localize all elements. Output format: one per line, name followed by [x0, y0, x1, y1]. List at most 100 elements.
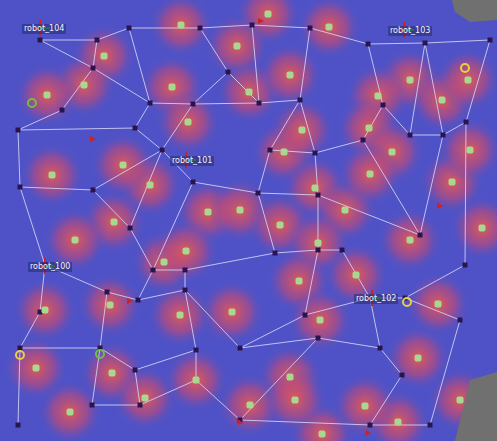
goal-marker — [479, 225, 486, 232]
roadmap-edge — [18, 128, 135, 130]
roadmap-vertex — [151, 268, 156, 273]
heat-blob — [200, 280, 264, 344]
roadmap-edge — [383, 105, 410, 135]
goal-marker — [247, 402, 254, 409]
roadmap-edge — [410, 135, 443, 136]
goal-marker — [147, 182, 154, 189]
roadmap-edge — [100, 348, 135, 370]
goal-marker — [299, 127, 306, 134]
roadmap-edge — [135, 370, 140, 405]
roadmap-edge — [92, 405, 140, 406]
roadmap-vertex — [148, 101, 153, 106]
roadmap-vertex — [428, 423, 433, 428]
roadmap-vertex — [191, 102, 196, 107]
goal-marker — [193, 377, 200, 384]
roadmap-vertex — [463, 263, 468, 268]
roadmap-edge — [135, 128, 162, 150]
roadmap-edge — [153, 270, 185, 271]
roadmap-edge — [130, 228, 153, 270]
roadmap-edge — [318, 338, 380, 348]
roadmap-edge — [20, 312, 40, 348]
roadmap-edge — [318, 250, 342, 251]
roadmap-vertex — [133, 126, 138, 131]
roadmap-edge — [20, 348, 100, 349]
roadmap-vertex — [408, 133, 413, 138]
roadmap-vertex — [441, 133, 446, 138]
robot-label: robot_104 — [22, 24, 66, 34]
goal-marker — [229, 309, 236, 316]
roadmap-edge — [40, 40, 97, 41]
goal-marker — [205, 209, 212, 216]
roadmap-vertex — [488, 38, 493, 43]
goal-marker — [312, 185, 319, 192]
roadmap-edge — [162, 104, 193, 150]
roadmap-edge — [18, 110, 62, 130]
roadmap-vertex — [238, 346, 243, 351]
roadmap-edge — [193, 72, 228, 104]
roadmap-edge — [135, 350, 196, 370]
heat-blob — [13, 278, 77, 342]
roadmap-edge — [135, 103, 150, 128]
roadmap-edge — [342, 250, 370, 298]
roadmap-vertex — [400, 373, 405, 378]
roadmap-vertex — [418, 233, 423, 238]
goal-marker — [366, 125, 373, 132]
heat-blob — [78, 273, 142, 337]
roadmap-edge — [315, 140, 363, 153]
roadmap-vertex — [60, 108, 65, 113]
goal-marker — [457, 397, 464, 404]
goal-marker — [362, 403, 369, 410]
goal-marker — [407, 237, 414, 244]
goal-marker — [277, 222, 284, 229]
goal-marker — [183, 248, 190, 255]
goal-marker — [353, 272, 360, 279]
roadmap-vertex — [18, 185, 23, 190]
heat-blob — [333, 374, 397, 438]
goal-marker — [317, 317, 324, 324]
goal-marker — [326, 24, 333, 31]
goal-marker — [467, 147, 474, 154]
goal-marker — [415, 355, 422, 362]
roadmap-vertex — [16, 128, 21, 133]
roadmap-edge — [196, 350, 197, 380]
roadmap-vertex — [183, 268, 188, 273]
roadmap-vertex — [458, 318, 463, 323]
goal-marker — [287, 72, 294, 79]
roadmap-vertex — [366, 42, 371, 47]
roadmap-edge — [252, 25, 310, 28]
roadmap-vertex — [316, 193, 321, 198]
roadmap-edge — [405, 298, 460, 320]
goal-marker — [120, 162, 127, 169]
obstacle — [452, 0, 497, 22]
heat-blob — [258, 43, 322, 107]
roadmap-vertex — [95, 38, 100, 43]
goal-marker — [296, 278, 303, 285]
roadmap-edge — [193, 182, 258, 193]
roadmap-edge — [138, 270, 153, 300]
roadmap-edge — [129, 28, 150, 103]
heat-blob — [91, 133, 155, 197]
roadmap-vertex — [316, 336, 321, 341]
roadmap-vertex — [16, 423, 21, 428]
goal-marker — [342, 207, 349, 214]
roadmap-edge — [275, 250, 318, 253]
heat-blob — [436, 48, 497, 112]
roadmap-vertex — [381, 103, 386, 108]
roadmap-edge — [363, 140, 420, 235]
roadmap-vertex — [256, 191, 261, 196]
robot-icons — [34, 20, 414, 306]
roadmap-edge — [200, 25, 252, 28]
roadmap-vertex — [308, 26, 313, 31]
roadmap-edge — [270, 150, 315, 153]
goal-marker — [389, 149, 396, 156]
roadmap-edge — [370, 375, 402, 425]
roadmap-edge — [300, 28, 310, 100]
goal-marker — [101, 53, 108, 60]
roadmap-vertex — [361, 138, 366, 143]
roadmap-edge — [185, 270, 186, 290]
roadmap-edge — [20, 187, 93, 190]
roadmap-edge — [310, 28, 368, 44]
roadmap-vertex — [194, 378, 199, 383]
roadmap-edge — [162, 150, 193, 182]
